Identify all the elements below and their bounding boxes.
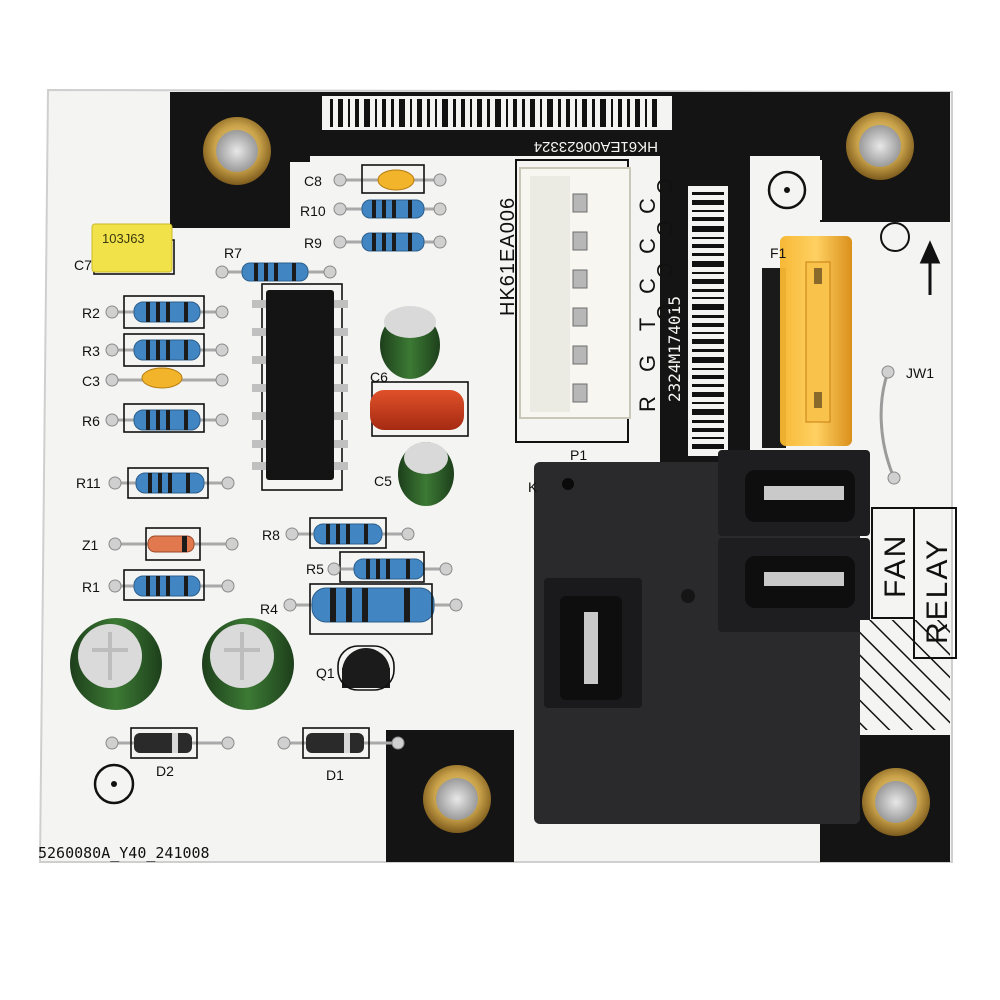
electrolytic-capacitor-c5	[398, 442, 454, 506]
mounting-hole-top-right	[846, 112, 914, 180]
component-outlines	[93, 164, 469, 759]
capacitor-c3	[141, 367, 183, 389]
label-r11: R11	[76, 475, 101, 491]
label-z1: Z1	[82, 537, 99, 553]
capacitor-c6	[370, 390, 464, 430]
fiducial-marker-bottom	[93, 763, 135, 805]
relay	[534, 450, 870, 824]
barcode-side-bars	[692, 192, 724, 449]
label-c6: C6	[370, 369, 388, 385]
zener-z1	[147, 535, 195, 553]
fan-relay-label-box	[871, 507, 957, 659]
fuse-f1	[780, 236, 852, 446]
part-number-vertical: HK61EA006	[497, 197, 519, 316]
label-r2: R2	[82, 305, 100, 321]
label-c7: C7	[74, 257, 92, 273]
label-f1: F1	[770, 245, 787, 261]
label-r10: R10	[300, 203, 326, 219]
serial-top: HK61EA00623324	[534, 138, 658, 155]
label-c3: C3	[82, 373, 100, 389]
mounting-hole-top-left	[203, 117, 271, 185]
footer-code: 5260080A_Y40_241008	[38, 844, 210, 862]
relay-label: RELAY	[921, 538, 954, 644]
diode-d1	[306, 733, 364, 753]
connector-pin-labels-2: R G T C C C	[635, 189, 660, 412]
label-r8: R8	[262, 527, 280, 543]
label-k: K	[528, 479, 538, 495]
fiducial-marker-top	[752, 160, 822, 220]
electrolytic-capacitor-middle	[202, 618, 294, 710]
ic-chip	[252, 290, 348, 480]
label-r6: R6	[82, 413, 100, 429]
diode-d2	[134, 733, 192, 753]
label-c5: C5	[374, 473, 392, 489]
electrolytic-capacitor-c4	[380, 306, 440, 379]
electrolytic-capacitor-left	[70, 618, 162, 710]
label-r7: R7	[224, 245, 242, 261]
mounting-hole-bottom-right	[862, 768, 930, 836]
solder-pads	[105, 173, 901, 750]
label-c8: C8	[304, 173, 322, 189]
capacitor-c7-marking: 103J63	[102, 231, 145, 246]
transistor-q1	[337, 645, 395, 691]
silkscreen-labels: C8 R10 R9 R7 C7 R2 R3 C3 R6 R11 Z1 R1 R8…	[74, 173, 934, 783]
label-q1: Q1	[316, 665, 335, 681]
capacitor-c7	[91, 223, 173, 273]
label-d1: D1	[326, 767, 344, 783]
label-d2: D2	[156, 763, 174, 779]
label-r5: R5	[306, 561, 324, 577]
through-hole-right	[880, 222, 910, 252]
connector-pin-labels: C C C C	[652, 178, 677, 330]
serial-vertical: 2324M174015	[665, 296, 684, 402]
label-r1: R1	[82, 579, 100, 595]
mounting-hole-bottom-center	[423, 765, 491, 833]
relay-hatch	[860, 620, 950, 730]
jumper-wire-jw1	[879, 371, 896, 479]
barcode-top-bars	[330, 99, 657, 127]
label-p1: P1	[570, 447, 587, 463]
label-r3: R3	[82, 343, 100, 359]
capacitor-c8	[377, 169, 415, 191]
label-jw1: JW1	[906, 365, 934, 381]
connector-p1	[519, 167, 631, 419]
resistor-bands	[146, 200, 412, 622]
fan-label: FAN	[879, 534, 912, 598]
label-r9: R9	[304, 235, 322, 251]
arrow-icon	[919, 240, 941, 295]
label-r4: R4	[260, 601, 278, 617]
